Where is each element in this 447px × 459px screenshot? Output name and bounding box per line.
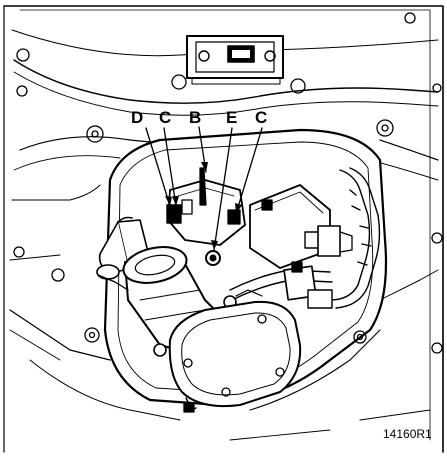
callout-e: E bbox=[226, 108, 237, 127]
leader-c2 bbox=[235, 127, 263, 215]
callout-labels: D C B E C bbox=[131, 108, 267, 127]
callout-c-right: C bbox=[255, 108, 267, 127]
callout-c-left: C bbox=[159, 108, 171, 127]
lock-handle-assembly bbox=[186, 35, 284, 85]
mounting-holes bbox=[13, 12, 443, 354]
arrowhead-d bbox=[165, 196, 172, 206]
callout-d: D bbox=[131, 108, 143, 127]
callout-arrowheads bbox=[165, 162, 242, 250]
motor-gearbox bbox=[168, 289, 302, 413]
arrowhead-c2 bbox=[235, 203, 242, 214]
arrowhead-b bbox=[201, 162, 208, 172]
callout-b: B bbox=[189, 108, 201, 127]
arrowhead-c1 bbox=[172, 196, 179, 206]
figure-reference: 14160R1 bbox=[383, 427, 432, 441]
tailgate-panel bbox=[3, 5, 444, 453]
harness-plug bbox=[283, 261, 333, 309]
leader-e bbox=[213, 127, 233, 251]
arrowhead-e bbox=[211, 240, 218, 250]
spindle-bracket bbox=[166, 167, 246, 266]
leader-d bbox=[145, 127, 171, 207]
leader-c1 bbox=[163, 127, 177, 207]
electrical-connector bbox=[249, 184, 353, 269]
